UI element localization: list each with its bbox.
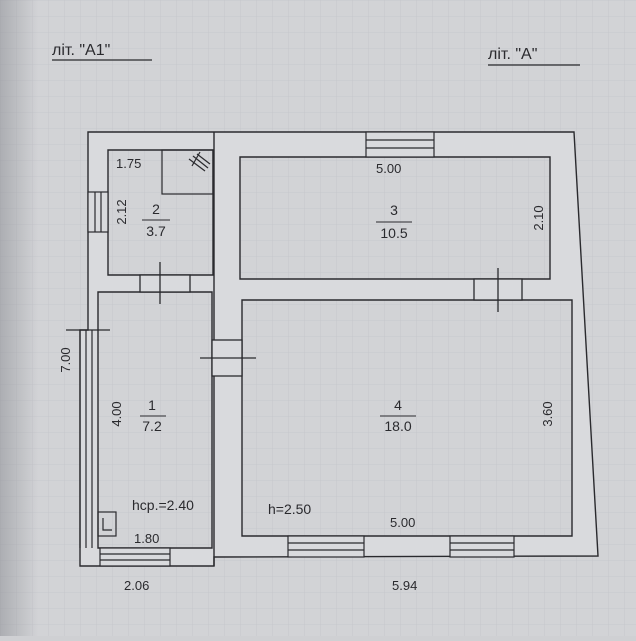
stove-icon: [97, 511, 117, 537]
dim-room2-height: 2.12: [114, 199, 129, 224]
dim-room4-height: 3.60: [540, 401, 555, 426]
dim-room3-height: 2.10: [531, 205, 546, 230]
window-room2-left: [87, 191, 109, 233]
window-room3-top: [365, 131, 435, 158]
dim-a1-width: 2.06: [124, 578, 149, 593]
dim-room1-height: 4.00: [109, 401, 124, 426]
dim-room3-width: 5.00: [376, 161, 401, 176]
dim-room4-width: 5.00: [390, 515, 415, 530]
room-1-number: 1: [148, 397, 156, 413]
window-room1-bottom: [99, 547, 171, 567]
room-1-area: 7.2: [142, 418, 162, 434]
dim-room2-width: 1.75: [116, 156, 141, 171]
stair-icon: [161, 149, 214, 195]
room-2-label: 2 3.7: [142, 201, 170, 239]
height-a1: hср.=2.40: [132, 497, 194, 513]
window-room4-bottom-right: [449, 535, 515, 558]
height-a: h=2.50: [268, 501, 311, 517]
dim-overall-height: 7.00: [58, 347, 73, 372]
window-room1-left: [79, 330, 93, 548]
dim-room1-width: 1.80: [134, 531, 159, 546]
room-3-label: 3 10.5: [376, 202, 412, 241]
room-2-number: 2: [152, 201, 160, 217]
room-2-area: 3.7: [146, 223, 166, 239]
room-4-number: 4: [394, 397, 402, 413]
header-right: літ. "А": [488, 46, 537, 63]
door-room1-room4: [200, 339, 256, 377]
room-3-area: 10.5: [380, 225, 407, 241]
window-room4-bottom-left: [287, 535, 365, 558]
header-left: літ. "А1": [52, 42, 110, 59]
room-3-number: 3: [390, 202, 398, 218]
door-room2-room1: [139, 262, 191, 304]
dim-a-width: 5.94: [392, 578, 417, 593]
room-4-area: 18.0: [384, 418, 411, 434]
room-1-label: 1 7.2: [140, 397, 166, 434]
room-4-label: 4 18.0: [380, 397, 416, 434]
door-room3-room4: [473, 268, 523, 312]
